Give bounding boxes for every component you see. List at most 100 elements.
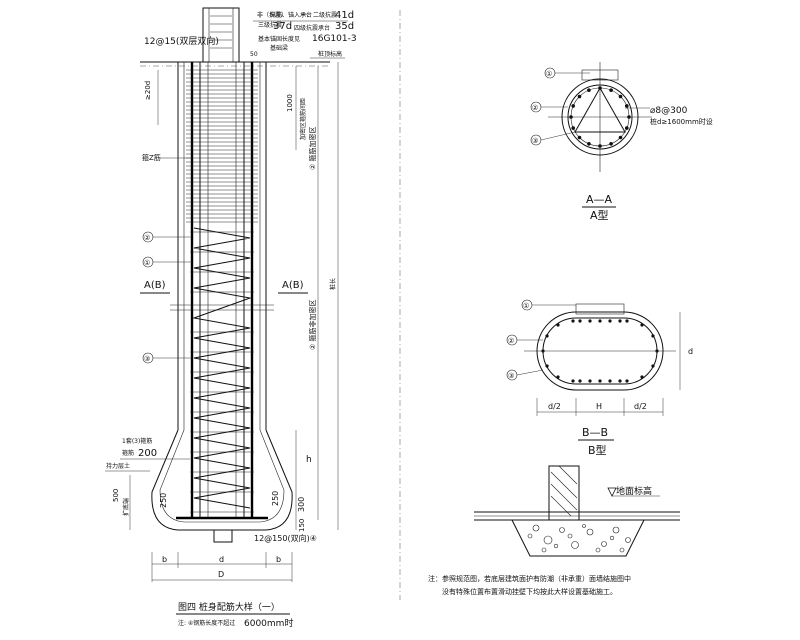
section-a-marker-2: ②	[530, 101, 568, 113]
hoop-callout: 箍Z筋	[142, 153, 161, 162]
zone-2-lower: ② 箍筋非加密区	[308, 299, 317, 350]
section-b: ① ② ③ d d/2 H d/2 B—B B型	[506, 299, 693, 457]
rebar-dot	[556, 323, 560, 327]
anchor-note: 基本锚固长度见	[258, 35, 300, 43]
rebar-dot	[618, 379, 622, 383]
rebar-dot	[598, 86, 602, 90]
rebar-dot	[545, 334, 549, 338]
section-a-title: A—A	[586, 193, 613, 206]
seismic-note-1: 一、二级抗震	[301, 11, 337, 19]
rebar-dot	[569, 115, 573, 119]
ground-detail: 地面标高 注：参照规范图，若底层建筑面护有防潮（非承重）面墙结施图中 没有特殊位…	[428, 465, 680, 596]
rebar-dot	[625, 319, 629, 323]
svg-text:②: ②	[508, 337, 514, 345]
section-a-spec-1: ⌀8@300	[650, 106, 688, 116]
gravel-stone	[601, 541, 607, 547]
hoop-dense-note: 加密区箍筋间距	[299, 98, 307, 140]
gravel-stone	[543, 535, 553, 545]
svg-text:①: ①	[546, 70, 552, 78]
caption-note: 注: ④钢筋长度不超过	[178, 619, 235, 627]
dim-300: 300	[297, 497, 306, 512]
cap-dim-50: 50	[250, 51, 258, 58]
gravel-stone	[541, 547, 547, 553]
gravel-stone	[559, 527, 565, 533]
rebar-dot	[571, 126, 576, 130]
section-mark-left: A(B)	[144, 280, 166, 291]
gravel-stone	[567, 533, 573, 539]
rebar-dot	[651, 364, 655, 368]
bottom-rebar-spec: 12@150(双向)④	[254, 533, 317, 543]
section-a-marker-1: ①	[544, 67, 590, 79]
section-b-dim-half-left: d/2	[548, 402, 561, 411]
pile-length: 桩长	[329, 278, 337, 290]
dim-20d: ≥20d	[144, 81, 152, 100]
gravel-stone	[553, 543, 559, 549]
dense-hoop-zone	[186, 69, 258, 223]
dim-250-right: 250	[271, 491, 280, 506]
spec-value-41d: 41d	[335, 10, 354, 21]
rebar-dot	[577, 94, 582, 99]
rebar-dot	[608, 379, 612, 383]
rebar-dot	[587, 88, 591, 93]
ground-note-line-2: 没有特殊位置布置滑动挂壁下均按此大样设置基础施工。	[442, 587, 617, 596]
rebar-dot	[618, 135, 623, 140]
section-a-subtitle: A型	[590, 208, 609, 222]
rebar-dot	[598, 379, 602, 383]
figure-caption: 图四 桩身配筋大样（一）	[178, 601, 280, 613]
ground-level-label: 地面标高	[616, 485, 652, 497]
pile-elevation: 非（抗震） 纵筋、锚入承台 三级抗震 41d 37d 35d 一、二级抗震 四级…	[105, 7, 357, 629]
bell-rebar-note-1: 1套(3)箍筋	[122, 437, 152, 445]
rebar-dot	[571, 319, 575, 323]
rebar-dot	[609, 141, 613, 146]
spiral-hoop-zone	[190, 227, 254, 513]
anchor-code: 16G101-3	[312, 34, 357, 44]
gravel-stone	[609, 535, 615, 541]
gravel-stone	[582, 524, 586, 528]
pile-bell	[151, 429, 293, 531]
rebar-dot	[578, 319, 582, 323]
svg-text:①: ①	[144, 259, 150, 267]
section-b-marker-2: ②	[506, 334, 543, 346]
seismic-note-2: 四级抗震承台	[294, 24, 330, 32]
rebar-dot	[598, 319, 602, 323]
cap-note: 基础梁	[270, 44, 288, 52]
gravel-stone	[612, 526, 620, 534]
pile-top-label: 桩顶标高	[318, 50, 342, 58]
spec-value-35d: 35d	[335, 21, 354, 32]
gravel-stone	[527, 533, 533, 539]
section-b-marker-3: ③	[506, 369, 544, 381]
gravel-stone	[571, 541, 579, 549]
caption-note-value: 6000mm时	[244, 617, 293, 629]
section-a-bars	[569, 86, 631, 148]
rebar-dot	[571, 104, 576, 108]
dim-1000: 1000	[286, 94, 294, 112]
bell-side-note: 扩底端	[122, 498, 130, 516]
bell-dim-200: 200	[138, 448, 157, 459]
rebar-dot	[625, 379, 629, 383]
gravel-stone	[532, 524, 540, 532]
section-b-marker-1: ①	[521, 299, 576, 311]
marker-3-left: ③	[142, 352, 192, 364]
dim-b-right: b	[276, 555, 281, 564]
column-hatch	[210, 15, 232, 49]
top-rebar-spec: 12@15(双层双向)	[144, 35, 219, 47]
gravel-stone	[595, 547, 601, 553]
rebar-dot	[651, 334, 655, 338]
zone-2-upper: ② 箍筋加密区	[308, 126, 317, 170]
rebar-dot	[640, 375, 644, 379]
section-b-title: B—B	[582, 426, 608, 439]
gravel-stone	[619, 547, 625, 553]
section-a: ① ② ③ ⌀8@300 桩d≥1600mm时设 A—A A型	[530, 62, 713, 222]
section-a-hoop	[567, 84, 633, 150]
svg-text:①: ①	[523, 302, 529, 310]
section-mark-right: A(B)	[282, 280, 304, 291]
section-a-marker-3: ③	[530, 131, 576, 146]
dim-250-left: 250	[159, 493, 168, 508]
section-b-dim-half-right: d/2	[634, 402, 647, 411]
section-a-triangle-tie	[574, 86, 626, 133]
rebar-dot	[608, 319, 612, 323]
ground-note: 持力层土	[106, 462, 130, 470]
svg-text:③: ③	[508, 372, 514, 380]
section-a-outer	[561, 78, 639, 156]
